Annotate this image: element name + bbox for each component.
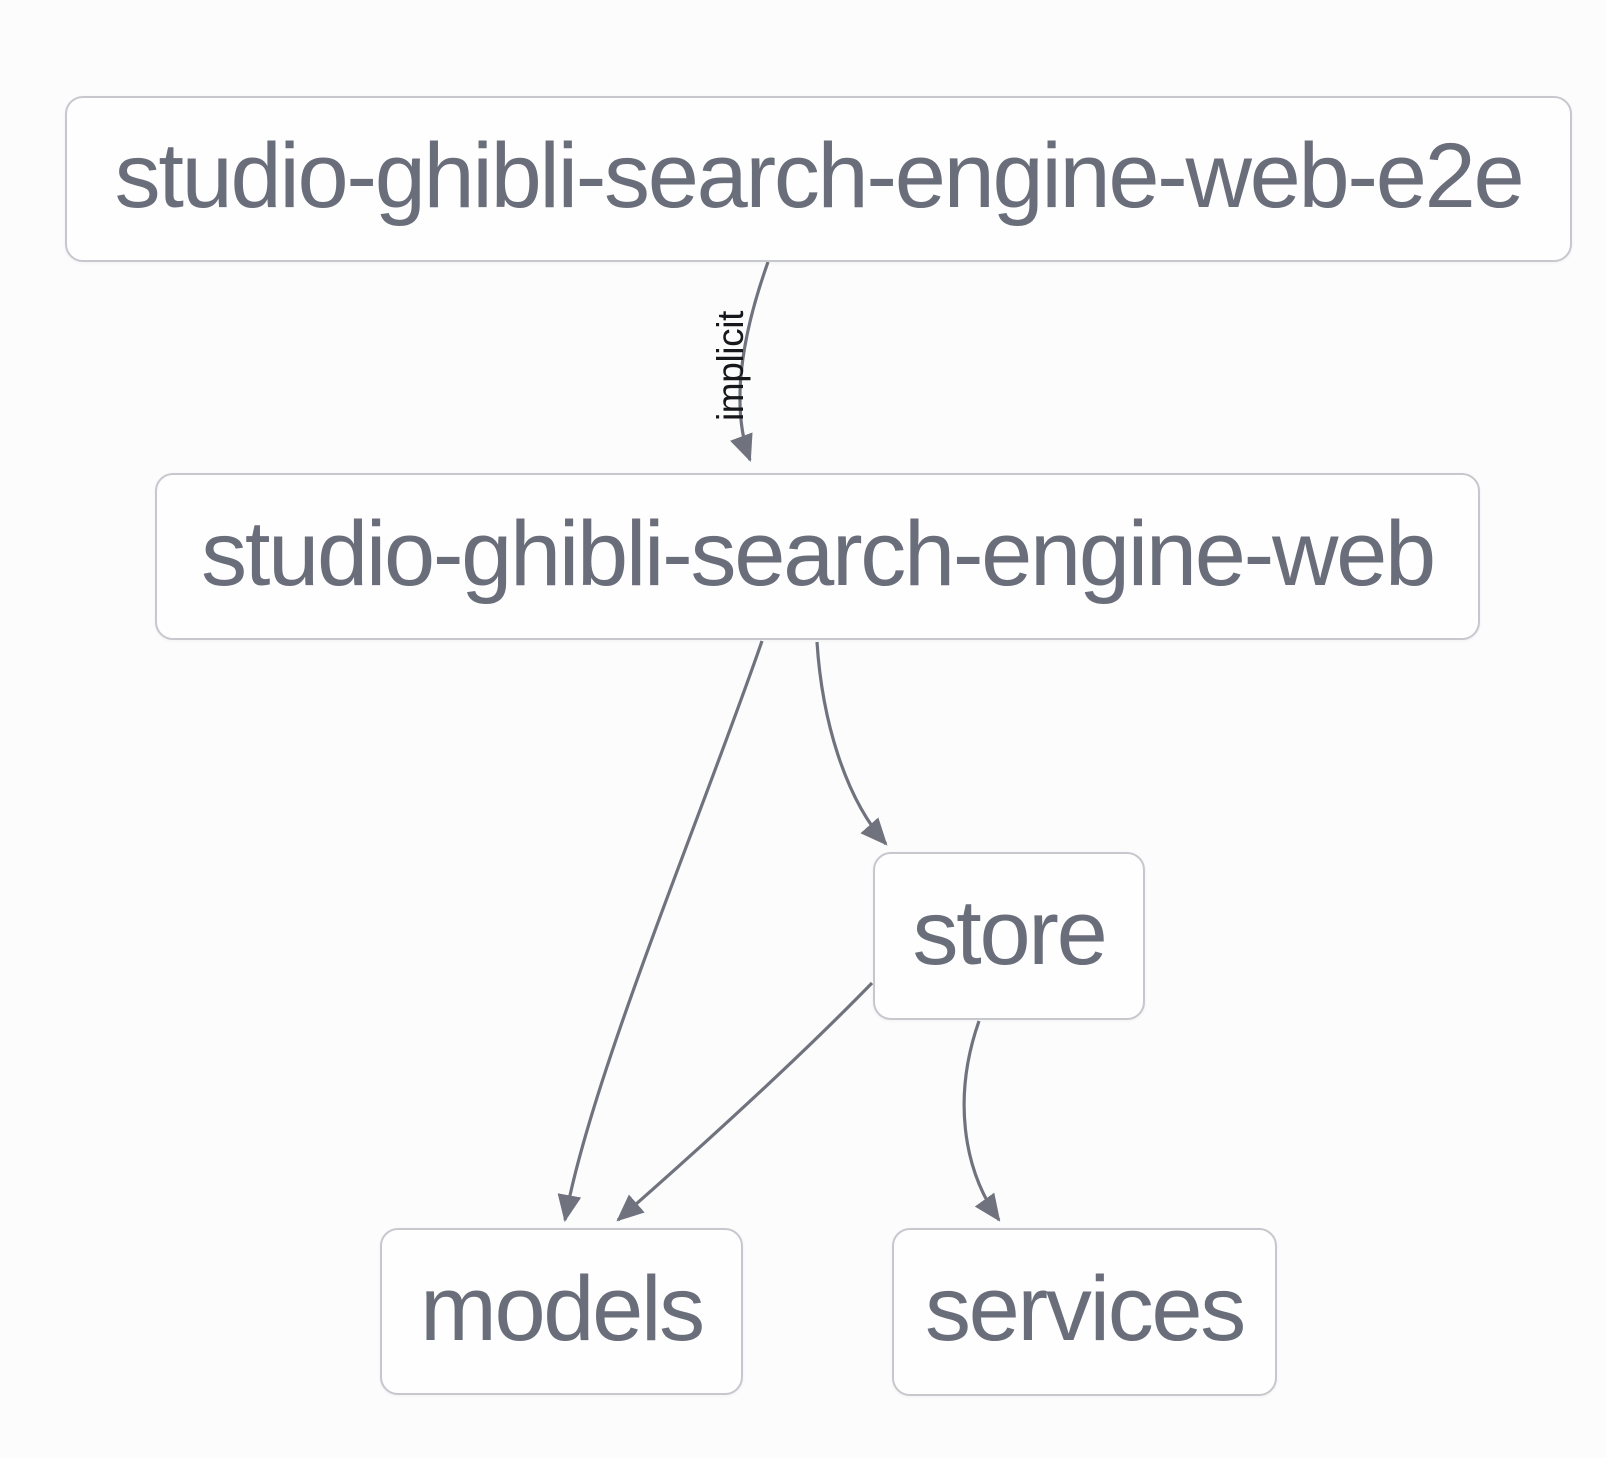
node-label: studio-ghibli-search-engine-web-e2e — [114, 125, 1525, 227]
edge-label-implicit: implicit — [710, 310, 751, 422]
node-models[interactable]: models — [380, 1228, 743, 1395]
node-store[interactable]: store — [873, 852, 1145, 1020]
node-studio-ghibli-search-engine-web-e2e[interactable]: studio-ghibli-search-engine-web-e2e — [65, 96, 1572, 262]
node-services[interactable]: services — [892, 1228, 1277, 1396]
edge-store-to-services — [962, 1020, 1001, 1222]
edge-web-to-models — [557, 640, 764, 1223]
node-studio-ghibli-search-engine-web[interactable]: studio-ghibli-search-engine-web — [155, 473, 1480, 640]
node-label: studio-ghibli-search-engine-web — [201, 502, 1436, 605]
node-label: services — [924, 1258, 1246, 1360]
edge-web-to-store — [815, 641, 888, 846]
edge-store-to-models — [616, 981, 874, 1222]
node-label: store — [912, 882, 1107, 984]
node-label: models — [420, 1257, 705, 1360]
